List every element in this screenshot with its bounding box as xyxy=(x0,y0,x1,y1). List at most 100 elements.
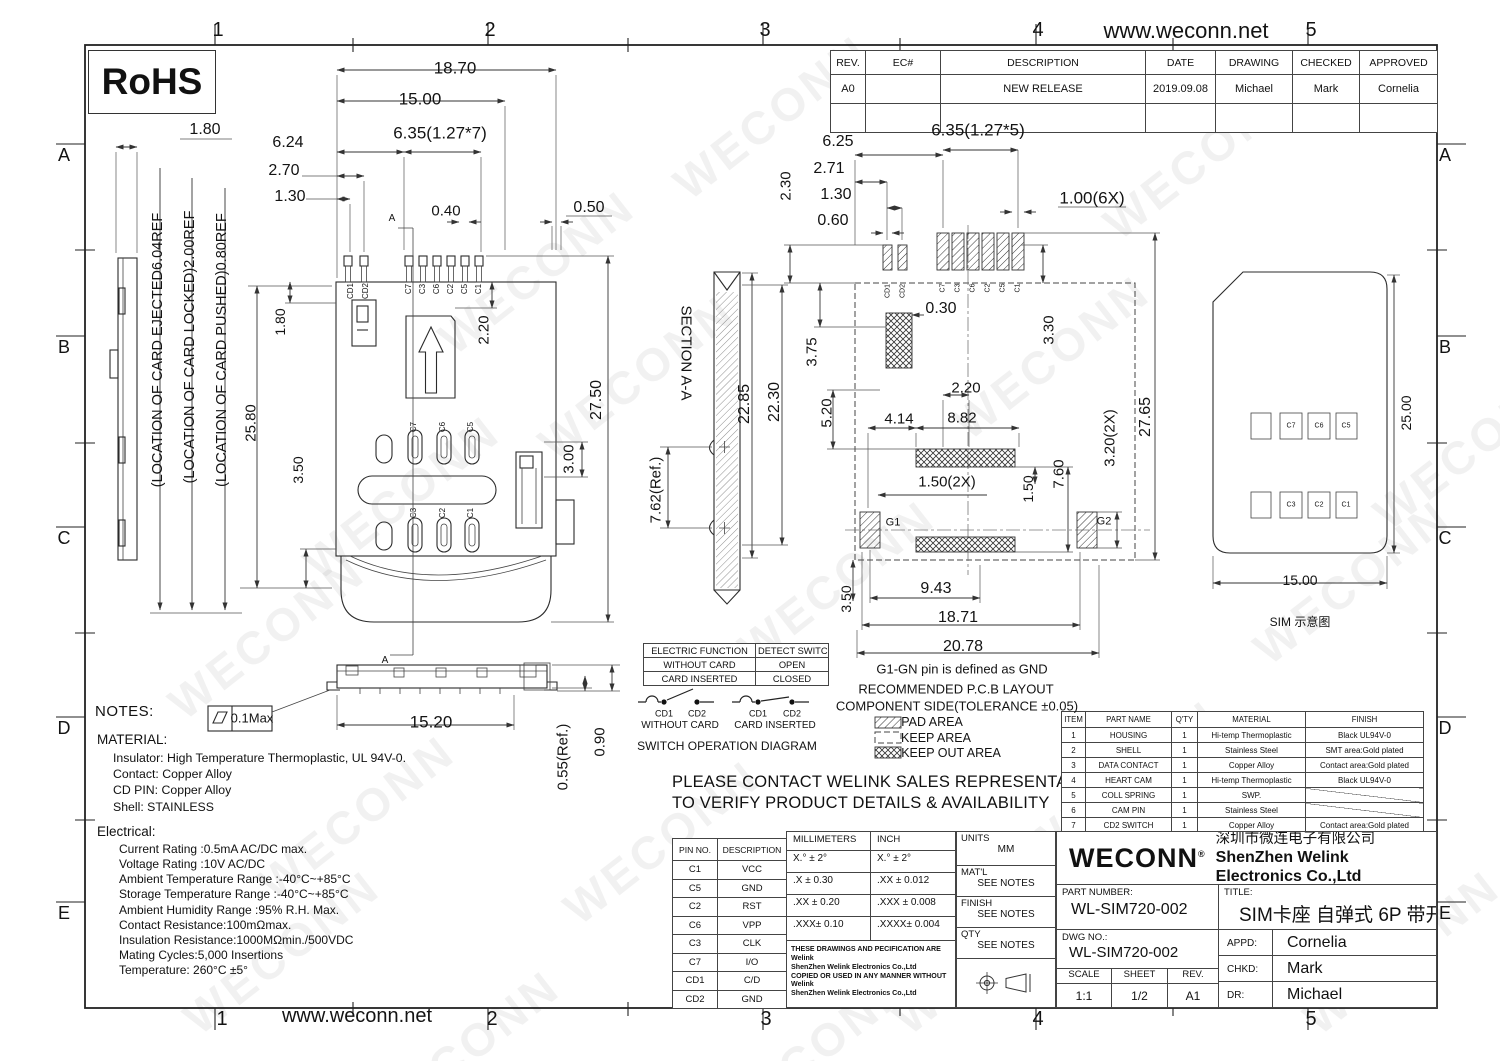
tolerance-cell: .XXX ± 0.008 xyxy=(870,894,956,917)
chkd-label: CHKD: xyxy=(1218,955,1273,982)
revision-header-cell: DRAWING xyxy=(1215,50,1293,75)
electrical-line: Current Rating :0.5mA AC/DC max. xyxy=(119,841,308,856)
section-view xyxy=(660,271,788,605)
disclaimer-line: ShenZhen Welink Electronics Co.,Ltd xyxy=(791,962,917,971)
rev-value: A1 xyxy=(1167,983,1219,1008)
drawing-title: SIM卡座 自弹式 6P 带开关 xyxy=(1239,905,1436,926)
finish-value: SEE NOTES xyxy=(977,909,1035,920)
contact-note-line1: PLEASE CONTACT WELINK SALES REPRESENTATI… xyxy=(672,773,1104,791)
rohs-badge: RoHS xyxy=(88,50,216,114)
electrical-line: Voltage Rating :10V AC/DC xyxy=(119,857,266,872)
notes-block: NOTES: MATERIAL: Insulator: High Tempera… xyxy=(95,703,406,979)
parts-header-cell: PART NAME xyxy=(1085,711,1172,728)
electric-header-cell: ELECTRIC FUNCTION xyxy=(643,643,756,658)
disclaimer: THESE DRAWINGS AND PECIFICATION ARE Weli… xyxy=(786,940,956,1008)
units-label: UNITS xyxy=(961,833,990,844)
revision-header-cell: APPROVED xyxy=(1359,50,1438,75)
part-number-label: PART NUMBER: xyxy=(1062,887,1133,898)
electrical-line: Temperature: 260°C ±5° xyxy=(119,963,248,978)
switch-operation-diagram xyxy=(638,688,809,705)
revision-header-cell: REV. xyxy=(830,50,866,75)
bottom-view xyxy=(207,662,620,732)
part-number-value: WL-SIM720-002 xyxy=(1071,901,1188,918)
material-line: Insulator: High Temperature Thermoplasti… xyxy=(113,751,406,765)
projection-symbol xyxy=(976,972,1031,994)
sim-card-view xyxy=(1212,271,1400,589)
contact-note-line2: TO VERIFY PRODUCT DETAILS & AVAILABILITY xyxy=(672,794,1050,813)
electrical-line: Ambient Temperature Range :-40°C~+85°C xyxy=(119,872,351,887)
parts-header-cell: Q'TY xyxy=(1171,711,1198,728)
parts-header-cell: ITEM xyxy=(1061,711,1086,728)
dwg-no-label: DWG NO.: xyxy=(1062,932,1108,943)
scale-value: 1:1 xyxy=(1056,983,1112,1008)
dwg-no-value: WL-SIM720-002 xyxy=(1069,944,1179,961)
units-value: MM xyxy=(997,844,1015,855)
matl-value: SEE NOTES xyxy=(977,878,1035,889)
dr-label: DR: xyxy=(1218,981,1273,1008)
rev-label: REV. xyxy=(1167,968,1219,984)
revision-header-cell: DATE xyxy=(1145,50,1216,75)
pins xyxy=(343,255,484,283)
pin-header-cell: PIN NO. xyxy=(672,838,718,861)
pin-header-cell: DESCRIPTION xyxy=(717,838,787,861)
dr-value: Michael xyxy=(1272,981,1437,1008)
electrical-line: Mating Cycles:5,000 Insertions xyxy=(119,948,284,963)
company-name-cn: 深圳市微连电子有限公司 xyxy=(1215,831,1376,847)
electrical-line: Insulation Resistance:1000MΩmin./500VDC xyxy=(119,933,354,948)
tolerance-col1-header: MILLIMETERS xyxy=(786,831,871,851)
revision-header-cell: DESCRIPTION xyxy=(940,50,1146,75)
material-line: CD PIN: Copper Alloy xyxy=(113,783,232,798)
parts-header-cell: MATERIAL xyxy=(1197,711,1306,728)
disclaimer-line: ShenZhen Welink Electronics Co.,Ltd xyxy=(791,989,917,998)
qty-value: SEE NOTES xyxy=(977,940,1035,951)
material-heading: MATERIAL: xyxy=(97,732,168,747)
tolerance-col2-header: INCH xyxy=(870,831,956,851)
appd-value: Cornelia xyxy=(1272,929,1437,956)
title-block: WECONN® 深圳市微连电子有限公司 ShenZhen Welink Elec… xyxy=(1056,831,1437,1008)
electrical-lines: Current Rating :0.5mA AC/DC max.Voltage … xyxy=(95,842,375,979)
tolerance-cell: X.° ± 2° xyxy=(786,850,871,873)
info-column: UNITS MM MAT'L SEE NOTES FINISH SEE NOTE… xyxy=(956,831,1056,1008)
disclaimer-line: COPIED OR USED IN ANY MANNER WITHOUT Wel… xyxy=(791,971,947,989)
sheet-label: SHEET xyxy=(1111,968,1168,984)
company-name-en: ShenZhen Welink Electronics Co.,Ltd xyxy=(1215,848,1362,885)
tolerance-cell: .XXX± 0.10 xyxy=(786,916,871,941)
scale-label: SCALE xyxy=(1056,968,1112,984)
tolerance-cell: .X ± 0.30 xyxy=(786,872,871,895)
title-label: TITLE: xyxy=(1224,887,1253,898)
tolerance-cell: .XXXX± 0.004 xyxy=(870,916,956,941)
notes-title: NOTES: xyxy=(95,703,154,720)
revision-row xyxy=(830,103,1438,133)
side-view xyxy=(109,138,242,614)
pcb-layout xyxy=(784,147,1160,759)
main-view xyxy=(240,67,614,656)
electrical-heading: Electrical: xyxy=(97,823,156,839)
material-lines: Insulator: High Temperature Thermoplasti… xyxy=(95,750,406,815)
electrical-line: Ambient Humidity Range :95% R.H. Max. xyxy=(119,902,340,917)
material-line: Shell: STAINLESS xyxy=(113,799,214,814)
matl-label: MAT'L xyxy=(961,867,988,878)
contact-note: PLEASE CONTACT WELINK SALES REPRESENTATI… xyxy=(672,772,1104,815)
tolerance-cell: .XX ± 0.20 xyxy=(786,894,871,917)
company-names: 深圳市微连电子有限公司 ShenZhen Welink Electronics … xyxy=(1215,831,1436,885)
revision-header-cell: EC# xyxy=(865,50,941,75)
